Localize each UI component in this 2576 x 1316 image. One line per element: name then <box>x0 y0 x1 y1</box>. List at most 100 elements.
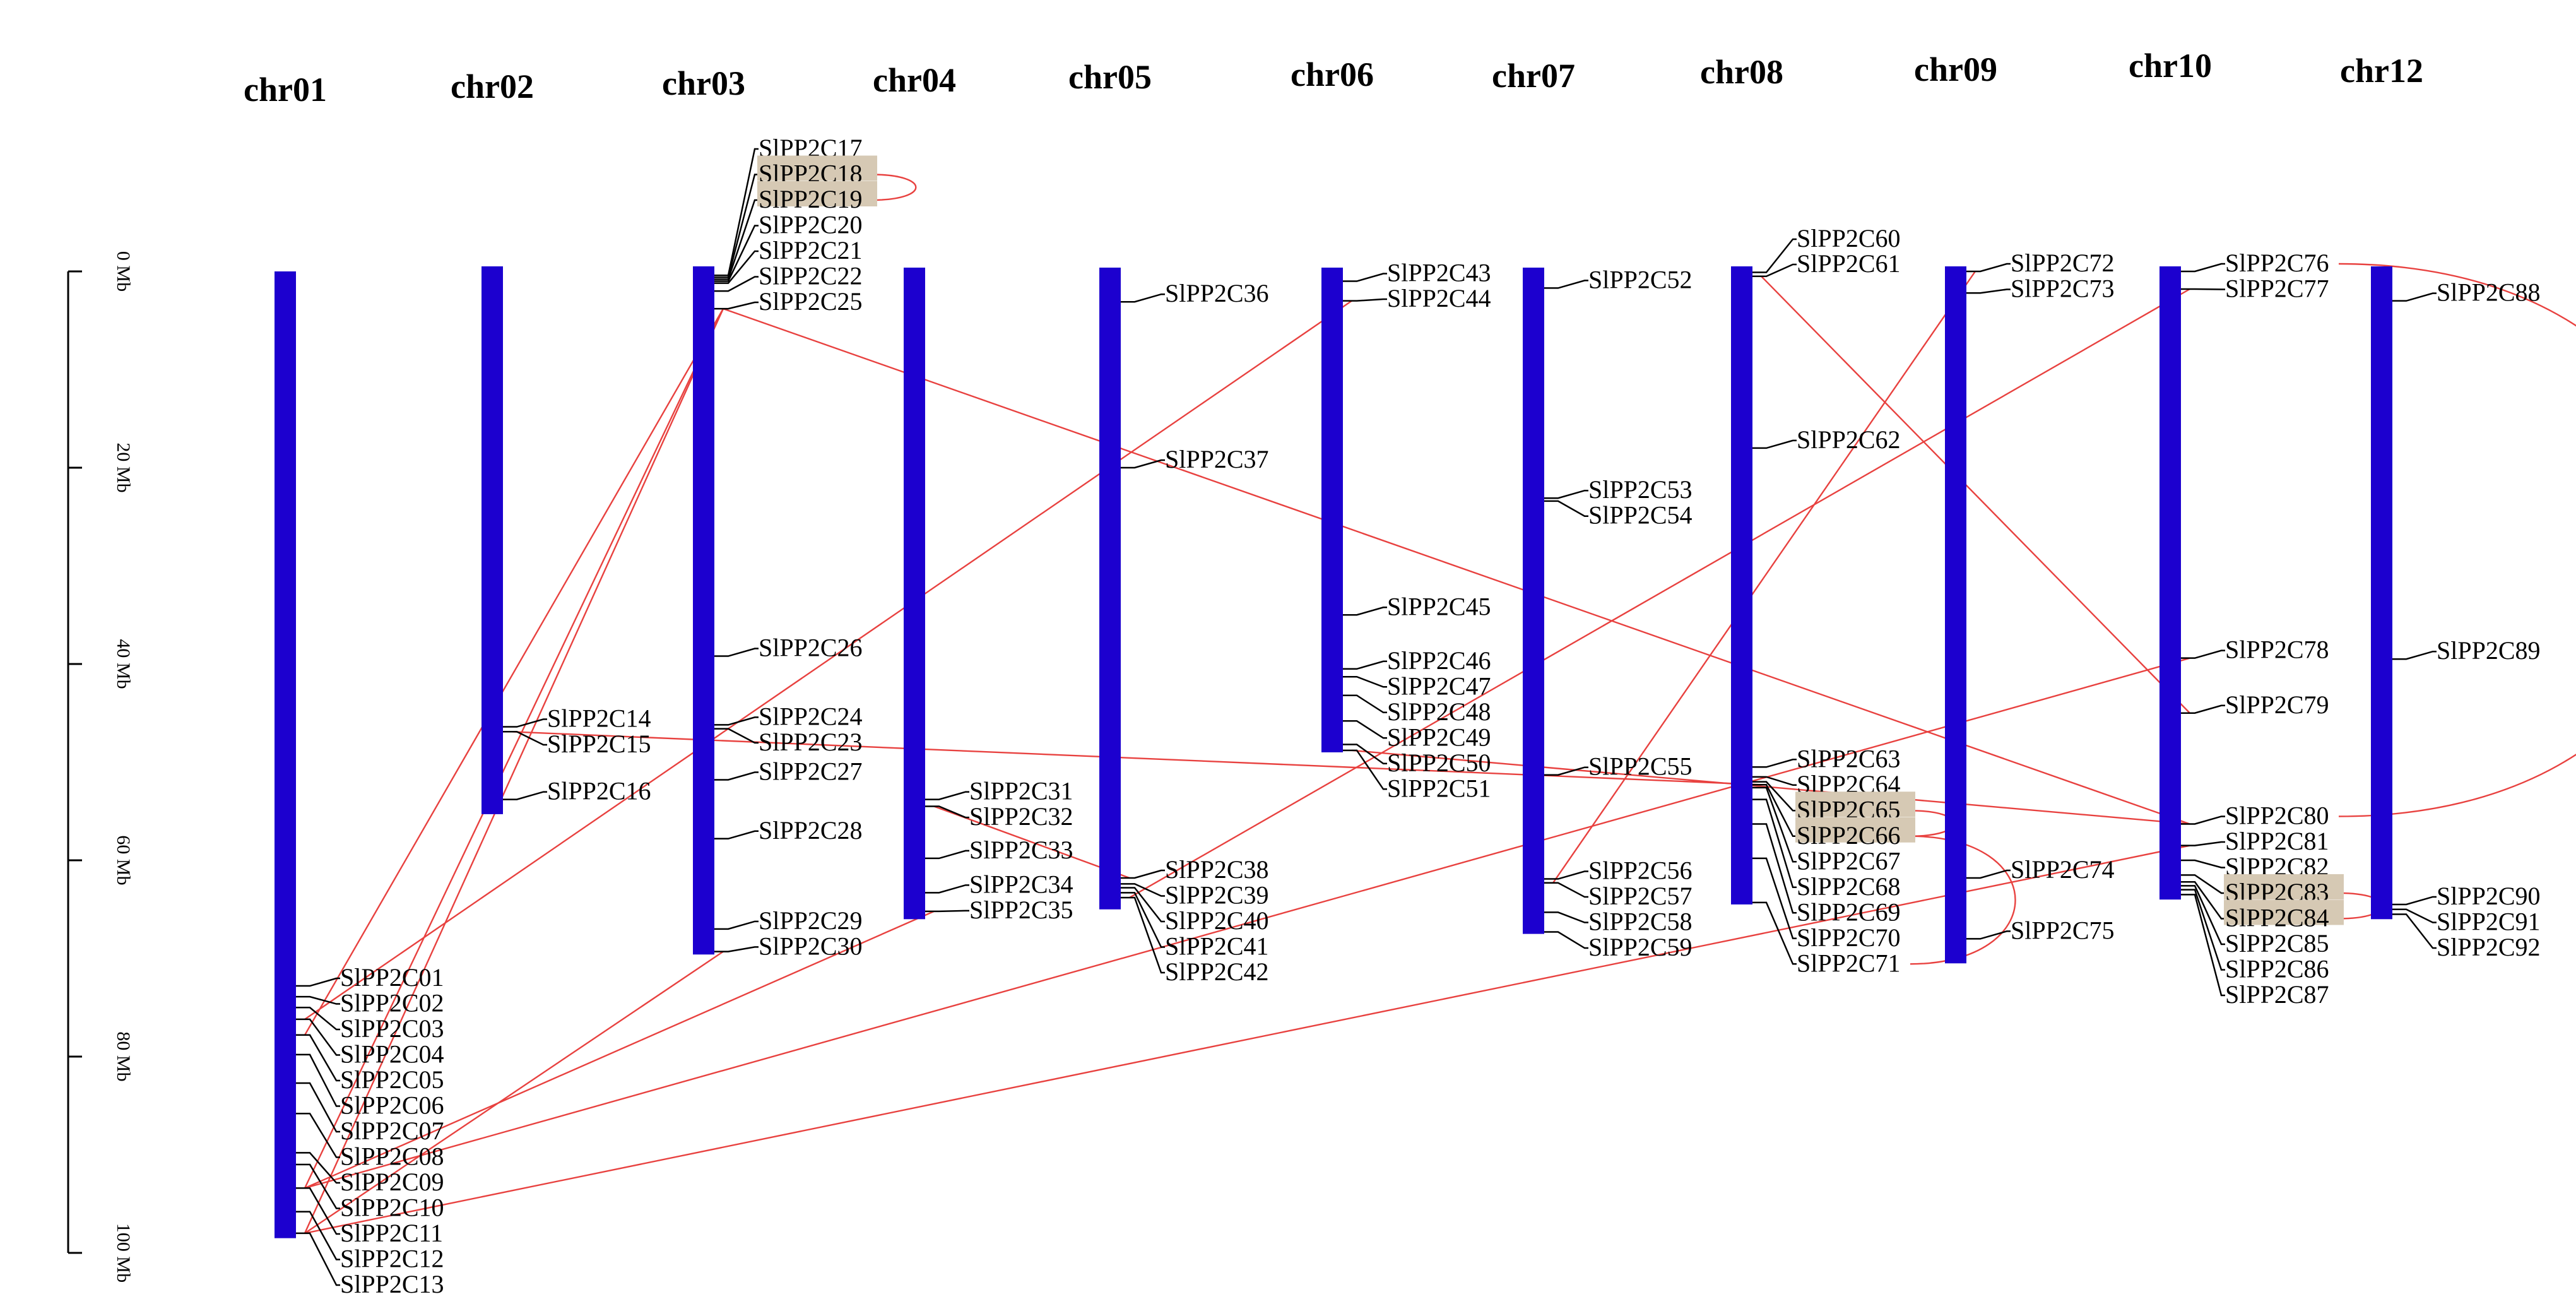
gene-leader-line <box>2181 288 2225 290</box>
gene-leader-line <box>1121 459 1165 469</box>
gene-label: SlPP2C50 <box>1387 749 1491 777</box>
chromosome-bar <box>1945 266 1966 964</box>
gene-leader-line <box>714 830 759 840</box>
gene-label: SlPP2C84 <box>2225 903 2329 932</box>
chromosome-chr03: chr03SlPP2C17SlPP2C18SlPP2C19SlPP2C20SlP… <box>662 64 877 960</box>
gene-label: SlPP2C73 <box>2011 275 2115 303</box>
gene-leader-line <box>2181 889 2225 971</box>
gene-leader-line <box>714 920 759 930</box>
chromosome-title: chr04 <box>873 61 956 99</box>
gene-leader-line <box>1752 759 1797 768</box>
gene-label: SlPP2C33 <box>969 836 1073 864</box>
gene-leader-line <box>714 728 759 744</box>
duplication-link <box>304 845 2190 1235</box>
duplication-link <box>304 308 724 1036</box>
gene-label: SlPP2C26 <box>759 634 863 662</box>
gene-leader-line <box>1966 930 2011 940</box>
gene-label: SlPP2C41 <box>1165 932 1269 960</box>
gene-leader-line <box>2181 894 2225 997</box>
duplication-link <box>1552 271 1976 884</box>
gene-leader-line <box>2181 263 2225 273</box>
gene-leader-line <box>1343 298 1387 302</box>
gene-leader-line <box>1343 660 1387 670</box>
duplication-link <box>304 308 724 1234</box>
gene-leader-line <box>2181 841 2225 846</box>
gene-leader-line <box>1121 892 1165 948</box>
gene-leader-line <box>1121 293 1165 303</box>
gene-label: SlPP2C16 <box>547 777 651 805</box>
gene-label: SlPP2C36 <box>1165 279 1269 307</box>
chromosome-chr04: chr04SlPP2C31SlPP2C32SlPP2C33SlPP2C34SlP… <box>873 61 1073 924</box>
gene-leader-line <box>714 225 759 282</box>
gene-label: SlPP2C85 <box>2225 929 2329 957</box>
chromosome-chr07: chr07SlPP2C52SlPP2C53SlPP2C54SlPP2C55SlP… <box>1492 57 1693 961</box>
gene-leader-line <box>1544 870 1588 880</box>
gene-label: SlPP2C60 <box>1797 224 1901 252</box>
chromosome-chr08: chr08SlPP2C60SlPP2C61SlPP2C62SlPP2C63SlP… <box>1700 53 1915 977</box>
chromosome-bar <box>1731 266 1752 904</box>
gene-leader-line <box>925 805 969 819</box>
gene-label: SlPP2C10 <box>340 1194 444 1222</box>
gene-label: SlPP2C81 <box>2225 827 2329 855</box>
gene-highlight <box>1795 817 1915 843</box>
gene-leader-line <box>296 1152 340 1184</box>
gene-label: SlPP2C34 <box>969 870 1073 898</box>
gene-label: SlPP2C11 <box>340 1219 443 1247</box>
gene-leader-line <box>503 731 547 746</box>
gene-leader-line <box>1343 694 1387 714</box>
gene-leader-line <box>1544 280 1588 289</box>
gene-leader-line <box>1121 883 1165 897</box>
gene-leader-line <box>503 718 547 728</box>
gene-label: SlPP2C07 <box>340 1117 444 1145</box>
gene-leader-line <box>2392 913 2437 949</box>
chromosome-bar <box>482 266 503 814</box>
gene-label: SlPP2C39 <box>1165 880 1269 909</box>
gene-label: SlPP2C35 <box>969 896 1073 924</box>
gene-label: SlPP2C27 <box>759 757 863 785</box>
gene-label: SlPP2C43 <box>1387 259 1491 287</box>
duplication-link <box>304 910 935 1189</box>
gene-leader-line <box>1343 607 1387 616</box>
gene-label: SlPP2C57 <box>1588 882 1693 910</box>
gene-label: SlPP2C62 <box>1797 425 1901 454</box>
gene-label: SlPP2C87 <box>2225 980 2329 1009</box>
gene-label: SlPP2C23 <box>759 728 863 756</box>
gene-label: SlPP2C55 <box>1588 752 1693 781</box>
gene-label: SlPP2C45 <box>1387 592 1491 620</box>
gene-label: SlPP2C37 <box>1165 445 1269 473</box>
gene-leader-line <box>1752 798 1797 889</box>
gene-label: SlPP2C03 <box>340 1014 444 1043</box>
gene-leader-line <box>1752 439 1797 449</box>
gene-label: SlPP2C09 <box>340 1168 444 1196</box>
chromosomes: chr01SlPP2C01SlPP2C02SlPP2C03SlPP2C04SlP… <box>244 47 2541 1298</box>
gene-leader-line <box>2181 704 2225 714</box>
duplication-link <box>304 300 1352 1020</box>
chromosome-title: chr02 <box>451 68 534 105</box>
gene-label: SlPP2C40 <box>1165 906 1269 935</box>
gene-label: SlPP2C92 <box>2437 933 2541 961</box>
chromosome-bar <box>275 271 296 1238</box>
gene-label: SlPP2C52 <box>1588 265 1693 293</box>
gene-leader-line <box>1752 857 1797 940</box>
gene-label: SlPP2C76 <box>2225 249 2329 277</box>
gene-leader-line <box>296 1007 340 1031</box>
gene-leader-line <box>2392 896 2437 906</box>
chromosome-bar <box>1523 268 1544 934</box>
gene-label: SlPP2C59 <box>1588 933 1693 961</box>
duplication-link <box>933 805 1130 879</box>
gene-label: SlPP2C02 <box>340 989 444 1017</box>
gene-leader-line <box>1121 869 1165 879</box>
gene-label: SlPP2C38 <box>1165 855 1269 884</box>
gene-leader-line <box>714 301 759 310</box>
gene-label: SlPP2C25 <box>759 287 863 316</box>
gene-leader-line <box>1544 500 1588 517</box>
gene-leader-line <box>296 1187 340 1235</box>
gene-leader-line <box>1752 238 1797 273</box>
gene-label: SlPP2C75 <box>2011 916 2115 944</box>
axis-tick-label: 20 Mb <box>113 442 134 492</box>
gene-leader-line <box>296 1018 340 1056</box>
gene-leader-line <box>1752 901 1797 965</box>
gene-leader-line <box>296 1163 340 1209</box>
gene-label: SlPP2C14 <box>547 704 651 733</box>
